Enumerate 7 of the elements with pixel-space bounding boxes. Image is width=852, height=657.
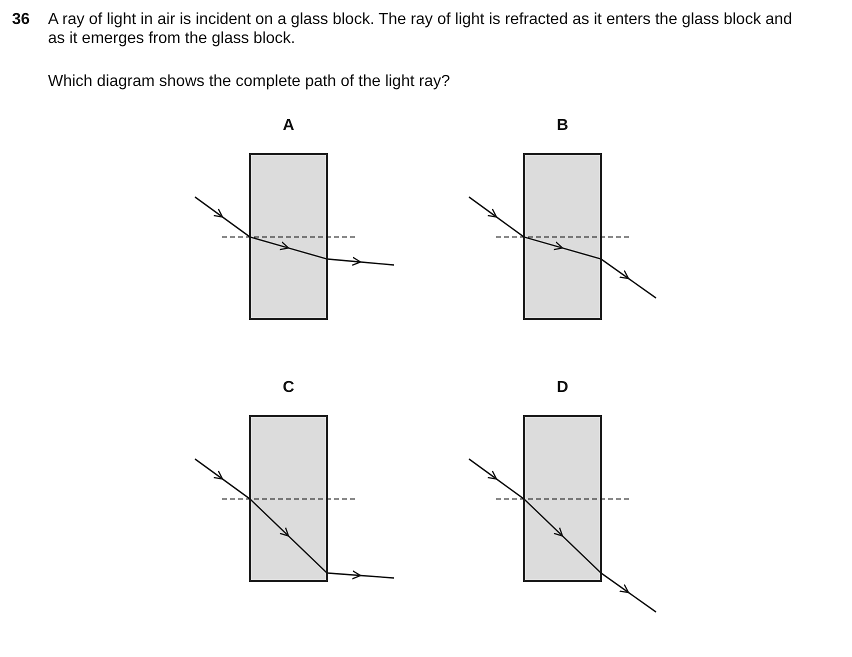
question-text: A ray of light in air is incident on a glass block. The ray of light is refracted as it enters the glass block and as it emerges from the glass block. [48, 10, 794, 48]
question-number: 36 [12, 10, 31, 29]
option-letter: B [556, 117, 570, 135]
option-letter: D [556, 379, 570, 397]
option-letter: C [282, 379, 296, 397]
option-letter: A [282, 117, 296, 135]
question-prompt: Which diagram shows the complete path of the light ray? [48, 72, 451, 91]
